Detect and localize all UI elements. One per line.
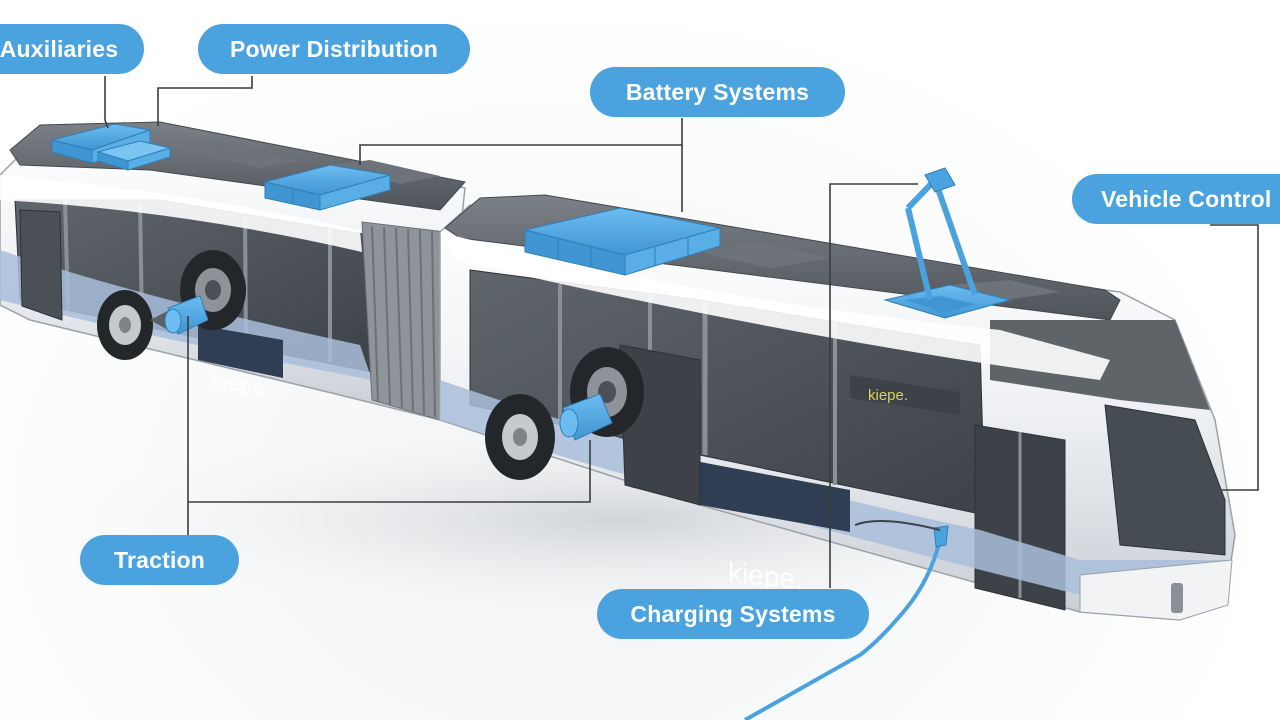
battery-pack-front — [524, 207, 721, 276]
label-vehicle-control: Vehicle Control — [1072, 174, 1280, 224]
leader-battery-systems — [359, 118, 683, 165]
leader-charging-systems — [829, 183, 918, 588]
traction-middle-axle — [485, 347, 644, 480]
label-auxiliaries: Auxiliaries — [0, 24, 144, 74]
bus-front-section: kiepe. kiepe. — [439, 194, 1236, 621]
leader-traction-middle — [188, 440, 591, 503]
middle-traction-motor — [559, 393, 613, 441]
label-battery-systems: Battery Systems — [590, 67, 845, 117]
label-charging-systems: Charging Systems — [597, 589, 869, 639]
articulation-bellows — [361, 221, 446, 421]
charging-cable — [744, 520, 949, 720]
leader-vehicle-control — [1210, 224, 1259, 491]
pantograph — [883, 167, 1012, 319]
rear-traction-motor — [164, 295, 209, 335]
leader-lines — [104, 76, 1259, 588]
rear-brand-panel — [198, 325, 283, 378]
label-power-distribution: Power Distribution — [198, 24, 470, 74]
front-brand-panel — [700, 462, 850, 532]
battery-pack-rear — [264, 164, 391, 211]
label-traction: Traction — [80, 535, 239, 585]
traction-rear-axle — [97, 250, 246, 360]
front-destination-logo: kiepe. — [868, 387, 908, 404]
leader-power-distribution — [157, 76, 253, 126]
power-distribution-unit — [96, 140, 172, 171]
leader-auxiliaries — [104, 76, 109, 129]
